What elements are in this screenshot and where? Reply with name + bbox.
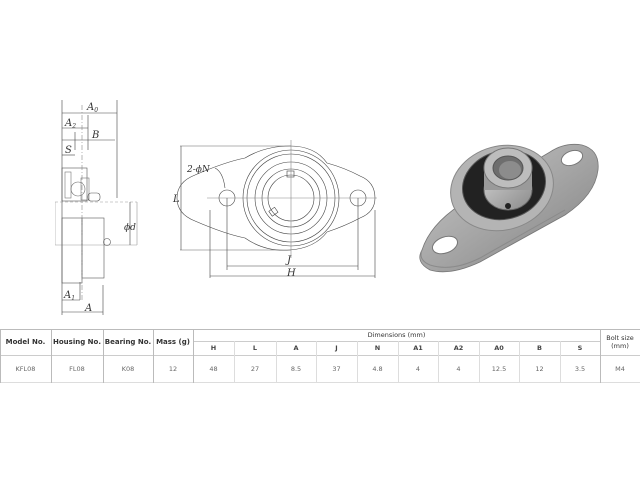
- cell-b: 12: [535, 364, 544, 373]
- header-bolt-size-label: Bolt size: [606, 334, 634, 342]
- cell-bearing: K08: [121, 364, 135, 373]
- label-a: A: [84, 303, 92, 314]
- subheader-a: A: [293, 344, 299, 352]
- subheader-h: H: [210, 344, 217, 352]
- header-housing-no: Housing No.: [53, 338, 101, 346]
- cell-bolt: M4: [615, 364, 625, 373]
- subheader-b: B: [537, 344, 542, 352]
- cell-a2: 4: [456, 364, 461, 373]
- header-bearing-no: Bearing No.: [104, 338, 152, 346]
- label-a2: A2: [64, 118, 76, 130]
- header-dimensions: Dimensions (mm): [367, 331, 426, 339]
- cell-housing: FL08: [69, 364, 85, 373]
- subheader-j: J: [335, 344, 338, 352]
- label-n: 2-ϕN: [186, 165, 211, 175]
- subheader-l: L: [252, 344, 258, 352]
- label-l: L: [172, 194, 180, 205]
- cell-model: KFL08: [15, 364, 36, 373]
- cell-n: 4.8: [372, 364, 383, 373]
- label-d: ϕd: [124, 223, 136, 233]
- header-bolt-size: Bolt size (mm): [600, 329, 640, 355]
- label-a0: A0: [86, 102, 98, 114]
- subheader-n: N: [374, 344, 381, 352]
- subheader-s: S: [577, 344, 583, 352]
- label-b: B: [91, 130, 99, 141]
- subheader-a1: A1: [413, 344, 423, 352]
- label-a1: A1: [63, 290, 75, 302]
- cell-j: 37: [332, 364, 341, 373]
- header-model-no: Model No.: [5, 338, 46, 346]
- header-bolt-size-unit: (mm): [611, 342, 629, 350]
- product-photo: [419, 143, 599, 273]
- cell-a0: 12.5: [491, 364, 507, 373]
- subheader-a2: A2: [453, 344, 464, 352]
- label-h: H: [286, 268, 296, 279]
- front-view-drawing: 2-ϕN L J H: [172, 140, 377, 279]
- cell-mass: 12: [168, 364, 178, 373]
- cell-l: 27: [250, 364, 260, 373]
- header-mass: Mass (g): [156, 338, 190, 346]
- label-j: J: [285, 255, 292, 266]
- cell-h: 48: [209, 364, 218, 373]
- subheader-a0: A0: [494, 344, 504, 352]
- cell-a1: 4: [415, 364, 421, 373]
- label-s: S: [65, 145, 72, 156]
- spec-table: Model No. Housing No. Bearing No. Mass (…: [0, 329, 640, 383]
- cell-a: 8.5: [290, 364, 302, 373]
- cell-s: 3.5: [574, 364, 586, 373]
- side-view-drawing: A0 A2 B S ϕd A1 A: [55, 100, 138, 315]
